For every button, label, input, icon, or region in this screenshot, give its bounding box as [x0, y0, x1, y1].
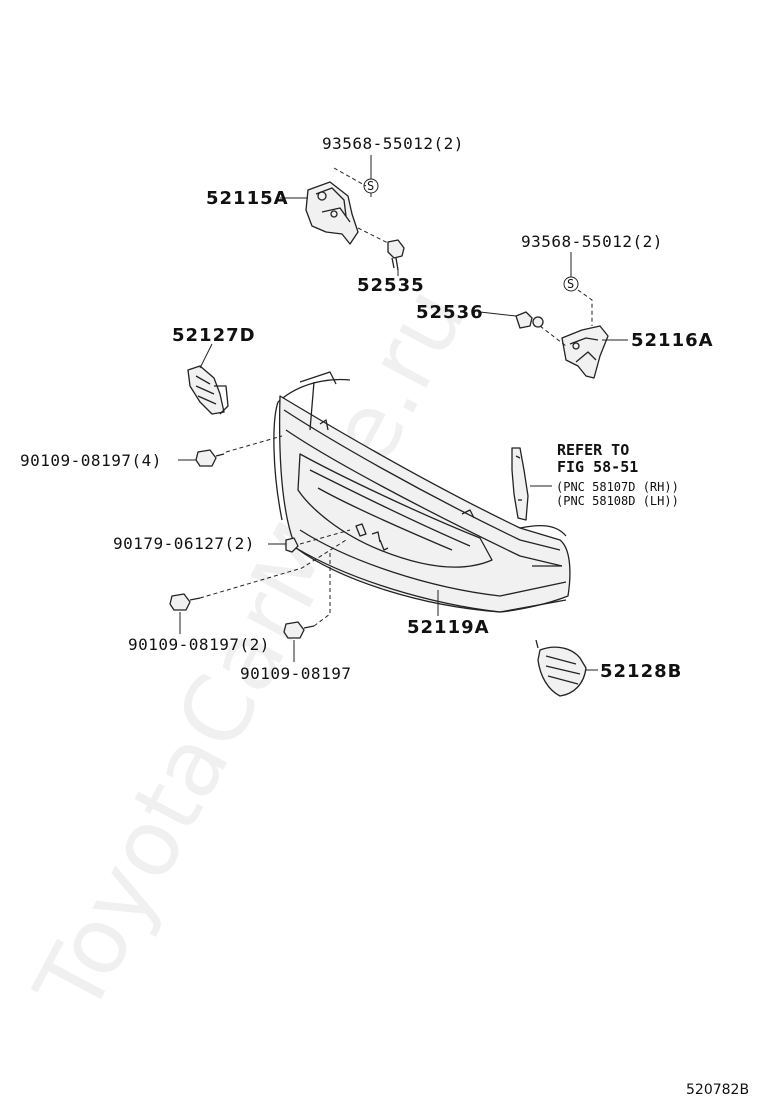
label-52535: 52535	[357, 275, 425, 296]
clip-52536	[515, 311, 544, 329]
label-90179-06127: 90179-06127(2)	[113, 534, 255, 553]
label-52128B: 52128B	[600, 661, 682, 682]
bolt-90109-08197-4	[195, 449, 225, 467]
bracket-52115A	[305, 181, 359, 245]
label-refer-to: REFER TO	[557, 441, 629, 459]
label-52115A: 52115A	[206, 188, 289, 209]
svg-text:S: S	[367, 179, 374, 193]
label-90109-08197-4: 90109-08197(4)	[20, 451, 162, 470]
label-52116A: 52116A	[631, 330, 714, 351]
label-pnc-lh: (PNC 58108D (LH))	[556, 494, 679, 508]
grille-52127D	[187, 365, 229, 415]
bolt-90109-08197-2	[169, 593, 201, 611]
label-93568-55012-right: 93568-55012(2)	[521, 232, 663, 251]
label-93568-55012-top: 93568-55012(2)	[322, 134, 464, 153]
grille-52128B	[535, 639, 587, 697]
label-52119A: 52119A	[407, 617, 490, 638]
bracket-52116A	[561, 325, 609, 379]
figure-id: 520782B	[686, 1082, 749, 1098]
clip-52535	[387, 239, 405, 271]
bumper-cover-52119A	[273, 371, 571, 613]
label-52127D: 52127D	[172, 325, 256, 346]
label-90109-08197-2: 90109-08197(2)	[128, 635, 270, 654]
bolt-90109-08197	[283, 621, 315, 639]
label-52536: 52536	[416, 302, 484, 323]
s-symbol-right: S	[563, 276, 579, 292]
s-symbol-top: S	[363, 178, 379, 194]
svg-text:S: S	[567, 277, 574, 291]
label-fig-58-51: FIG 58-51	[557, 458, 638, 476]
label-90109-08197: 90109-08197	[240, 664, 351, 683]
side-support-bracket	[511, 447, 529, 521]
label-pnc-rh: (PNC 58107D (RH))	[556, 480, 679, 494]
nut-90179-06127	[285, 537, 299, 553]
